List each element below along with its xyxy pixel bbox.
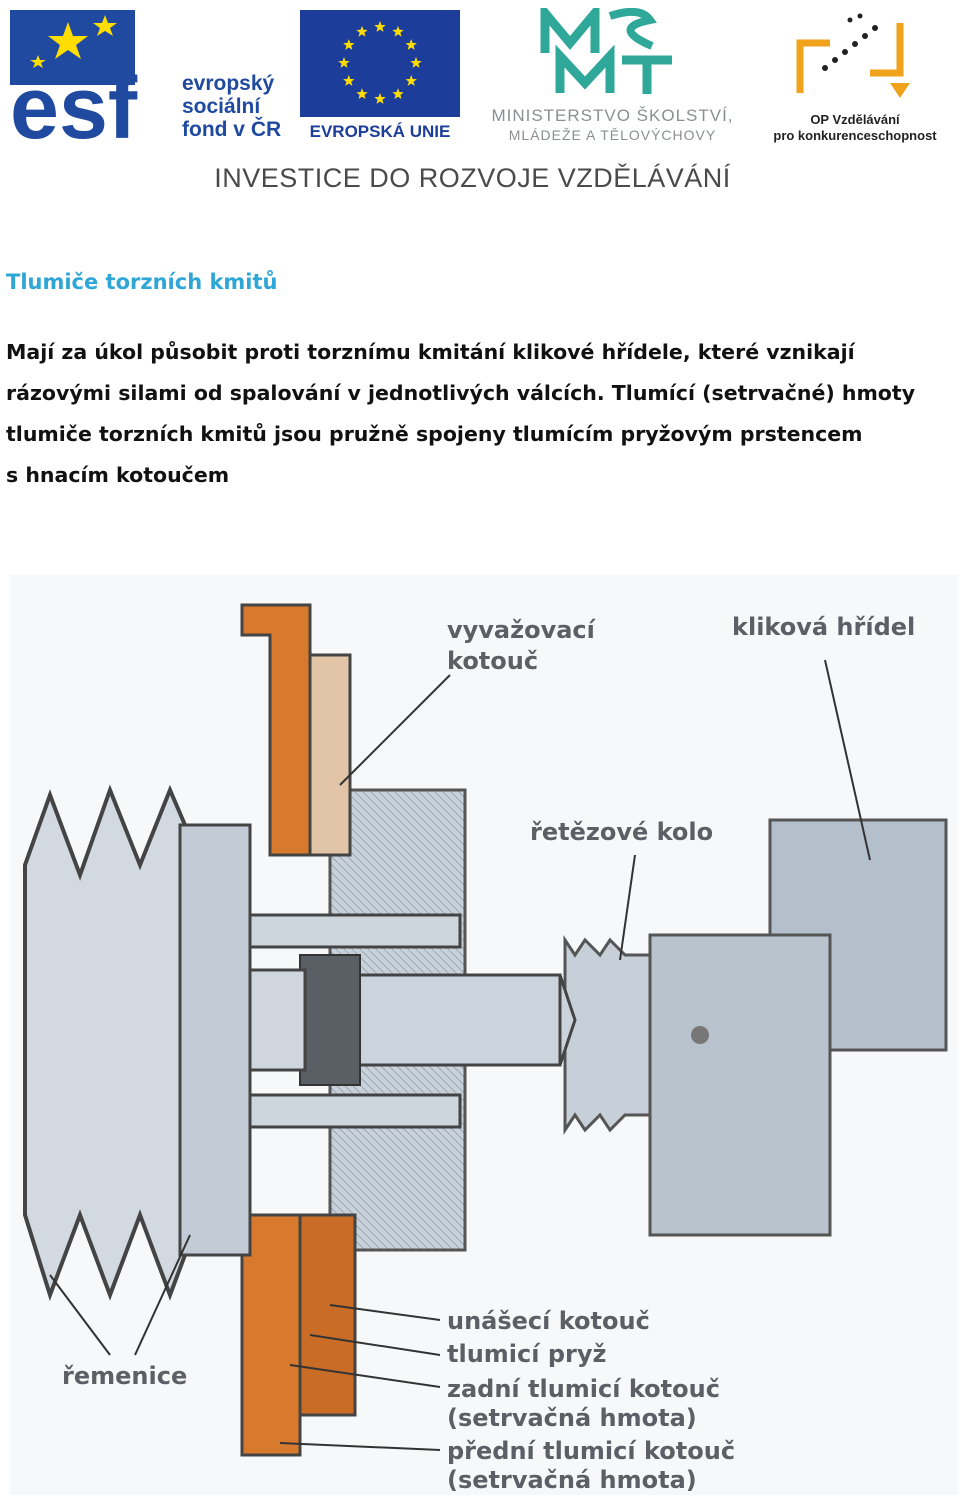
- eu-star-icon: [392, 88, 404, 99]
- paragraph: Mají za úkol působit proti torznímu kmit…: [6, 332, 956, 496]
- op-line1: OP Vzdělávání: [810, 112, 900, 127]
- eu-star-icon: [405, 75, 417, 86]
- damper-drawing: [23, 603, 948, 1457]
- svg-text:esf: esf: [10, 58, 138, 140]
- lower-damper: [240, 1213, 302, 1457]
- label-zadni-2: (setrvačná hmota): [447, 1404, 697, 1432]
- logo-bar: esf evropský sociální fond v ČR EVROPSKÁ…: [0, 0, 960, 193]
- page-title: Tlumiče torzních kmitů: [6, 270, 278, 294]
- label-remenice: řemenice: [62, 1362, 188, 1390]
- op-line2: pro konkurenceschopnost: [773, 128, 937, 143]
- label-predni-2: (setrvačná hmota): [447, 1466, 697, 1494]
- eu-star-icon: [343, 75, 355, 86]
- eu-star-icon: [392, 25, 404, 37]
- paragraph-line: rázovými silami od spalování v jednotliv…: [6, 381, 916, 405]
- eu-star-icon: [374, 93, 386, 104]
- damper-diagram: vyvažovací kotouč kliková hřídel řetězov…: [10, 575, 958, 1495]
- eu-logo: EVROPSKÁ UNIE: [300, 10, 460, 142]
- esf-logo: esf evropský sociální fond v ČR: [10, 10, 290, 145]
- label-predni-1: přední tlumicí kotouč: [447, 1437, 736, 1465]
- msmt-mark-icon: [540, 8, 672, 94]
- label-unaseci: unášecí kotouč: [447, 1307, 650, 1335]
- op-logo: OP Vzdělávání pro konkurenceschopnost: [760, 8, 950, 146]
- paragraph-line: Mají za úkol působit proti torznímu kmit…: [6, 340, 855, 364]
- eu-flag-icon: [300, 10, 460, 117]
- esf-line: fond v ČR: [182, 118, 282, 141]
- op-mark-icon: [796, 13, 910, 98]
- msmt-line1: MINISTERSTVO ŠKOLSTVÍ,: [491, 106, 734, 125]
- pulley-shape: [23, 784, 187, 1302]
- eu-star-icon: [410, 57, 422, 68]
- eu-star-icon: [405, 39, 417, 50]
- msmt-line2: MLÁDEŽE A TĚLOVÝCHOVY: [508, 127, 717, 143]
- eu-star-icon: [338, 57, 350, 68]
- label-tlumici-pryz: tlumicí pryž: [447, 1340, 607, 1368]
- label-vyvazovaci-2: kotouč: [447, 647, 539, 675]
- esf-line: evropský: [182, 72, 275, 95]
- eu-star-icon: [356, 25, 368, 37]
- investice-tagline: INVESTICE DO ROZVOJE VZDĚLÁVÁNÍ: [214, 163, 731, 193]
- upper-damper: [240, 603, 312, 857]
- label-klikova: kliková hřídel: [732, 613, 916, 641]
- label-vyvazovaci-1: vyvažovací: [447, 616, 595, 644]
- paragraph-line: tlumiče torzních kmitů jsou pružně spoje…: [6, 422, 863, 446]
- paragraph-line: s hnacím kotoučem: [6, 463, 230, 487]
- label-retezove: řetězové kolo: [530, 818, 714, 846]
- label-zadni-1: zadní tlumicí kotouč: [447, 1375, 720, 1403]
- msmt-logo: MINISTERSTVO ŠKOLSTVÍ, MLÁDEŽE A TĚLOVÝC…: [470, 8, 755, 143]
- eu-star-icon: [356, 88, 368, 99]
- eu-star-icon: [343, 39, 355, 50]
- esf-mark-icon: esf: [10, 10, 138, 140]
- esf-line: sociální: [182, 95, 261, 118]
- eu-label: EVROPSKÁ UNIE: [309, 122, 451, 141]
- eu-star-icon: [374, 21, 386, 32]
